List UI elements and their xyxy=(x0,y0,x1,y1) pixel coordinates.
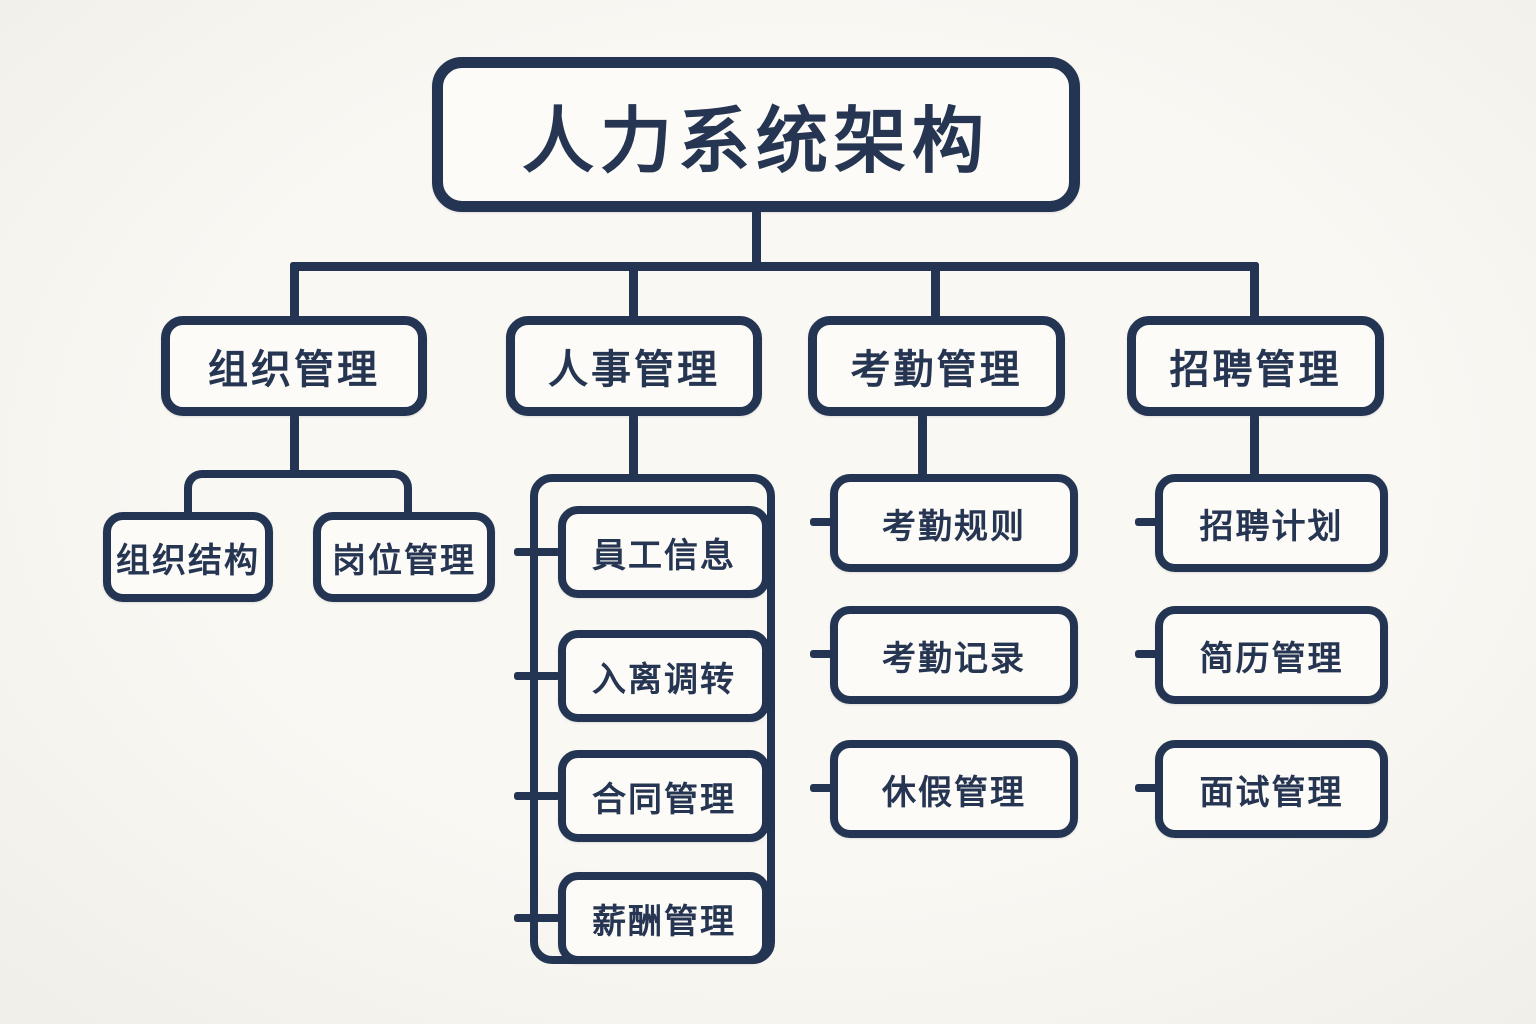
connector-stub-attendance-rules xyxy=(810,518,836,526)
node-onboarding-transfer-label: 入离调转 xyxy=(592,659,736,700)
connector-drop-people xyxy=(629,262,638,318)
connector-stub-recruitment-plan xyxy=(1135,518,1161,526)
connector-drop-recruitment xyxy=(1250,262,1259,318)
node-employee-info-label: 員工信息 xyxy=(592,535,736,576)
connector-stub-interview-management xyxy=(1135,784,1161,792)
node-recruitment-plan: 招聘计划 xyxy=(1155,474,1388,572)
connector-org-bracket xyxy=(184,470,412,514)
node-compensation-management: 薪酬管理 xyxy=(558,872,770,964)
connector-stub-leave-management xyxy=(810,784,836,792)
node-employee-info: 員工信息 xyxy=(558,506,770,598)
node-resume-management-label: 简历管理 xyxy=(1199,638,1344,679)
connector-org-stem xyxy=(290,414,299,474)
node-org-management: 组织管理 xyxy=(161,316,427,416)
connector-stub-resume-management xyxy=(1135,650,1161,658)
node-attendance-management: 考勤管理 xyxy=(808,316,1065,416)
node-contract-management: 合同管理 xyxy=(558,750,770,842)
connector-attendance-stem xyxy=(918,414,927,476)
node-compensation-management-label: 薪酬管理 xyxy=(592,901,736,942)
connector-stub-onboarding-transfer xyxy=(514,672,560,680)
connector-drop-org xyxy=(290,262,299,318)
node-hr-management: 人事管理 xyxy=(506,316,762,416)
node-recruitment-plan-label: 招聘计划 xyxy=(1199,506,1344,547)
node-resume-management: 简历管理 xyxy=(1155,606,1388,704)
node-hr-management-label: 人事管理 xyxy=(548,347,720,393)
connector-hr-stem xyxy=(629,414,638,478)
root-node-hr-system: 人力系统架构 xyxy=(432,57,1080,212)
connector-stub-attendance-records xyxy=(810,650,836,658)
node-interview-management: 面试管理 xyxy=(1155,740,1388,838)
node-org-structure-label: 组织结构 xyxy=(116,540,260,581)
node-position-management: 岗位管理 xyxy=(313,512,495,602)
connector-drop-attendance xyxy=(931,262,940,318)
node-attendance-management-label: 考勤管理 xyxy=(850,347,1023,393)
root-node-label: 人力系统架构 xyxy=(521,99,990,183)
node-interview-management-label: 面试管理 xyxy=(1199,772,1344,813)
node-leave-management: 休假管理 xyxy=(830,740,1078,838)
node-org-structure: 组织结构 xyxy=(103,512,273,602)
node-attendance-rules-label: 考勤规则 xyxy=(882,506,1026,547)
node-position-management-label: 岗位管理 xyxy=(332,540,476,581)
connector-root-stem xyxy=(752,210,761,268)
node-recruitment-management: 招聘管理 xyxy=(1127,316,1384,416)
connector-stub-employee-info xyxy=(514,548,560,556)
node-recruitment-management-label: 招聘管理 xyxy=(1169,347,1342,393)
connector-stub-compensation xyxy=(514,914,560,922)
node-onboarding-transfer: 入离调转 xyxy=(558,630,770,722)
node-attendance-rules: 考勤规则 xyxy=(830,474,1078,572)
node-attendance-records: 考勤记录 xyxy=(830,606,1078,704)
node-contract-management-label: 合同管理 xyxy=(592,779,736,820)
connector-bus xyxy=(290,262,1259,271)
node-leave-management-label: 休假管理 xyxy=(882,772,1026,813)
node-org-management-label: 组织管理 xyxy=(208,347,380,393)
node-attendance-records-label: 考勤记录 xyxy=(882,638,1026,679)
connector-recruitment-stem xyxy=(1250,414,1259,476)
connector-stub-contract xyxy=(514,792,560,800)
